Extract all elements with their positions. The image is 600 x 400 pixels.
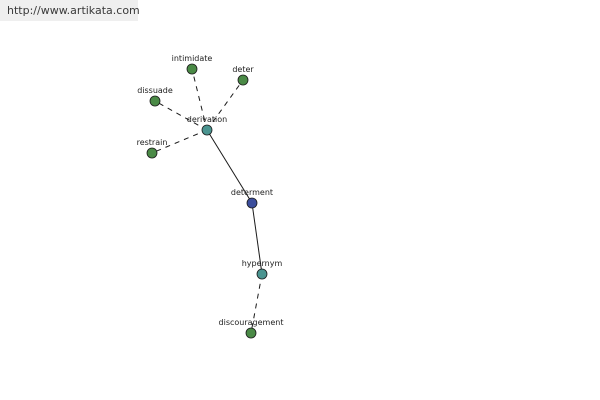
node-label-discouragement[interactable]: discouragement: [219, 318, 284, 327]
edge-determent-hypernym: [251, 202, 263, 275]
node-label-intimidate[interactable]: intimidate: [172, 54, 213, 63]
edge-hypernym-discouragement: [250, 273, 263, 334]
node-deter[interactable]: [237, 74, 249, 86]
node-determent[interactable]: [246, 197, 258, 209]
node-label-restrain[interactable]: restrain: [137, 138, 168, 147]
url-banner: http://www.artikata.com: [0, 0, 140, 21]
node-intimidate[interactable]: [186, 63, 198, 75]
edge-determent-derivation: [206, 129, 253, 204]
edge-derivation-deter: [206, 79, 244, 131]
site-url-link[interactable]: http://www.artikata.com: [7, 4, 140, 17]
node-dissuade[interactable]: [149, 95, 161, 107]
node-label-derivation[interactable]: derivation: [187, 115, 227, 124]
node-label-deter[interactable]: deter: [232, 65, 254, 74]
node-label-determent[interactable]: determent: [231, 188, 273, 197]
node-label-dissuade[interactable]: dissuade: [137, 86, 173, 95]
node-label-hypernym[interactable]: hypernym: [242, 259, 283, 268]
node-hypernym[interactable]: [256, 268, 268, 280]
edge-derivation-intimidate: [191, 68, 208, 131]
node-restrain[interactable]: [146, 147, 158, 159]
node-derivation[interactable]: [201, 124, 213, 136]
node-discouragement[interactable]: [245, 327, 257, 339]
